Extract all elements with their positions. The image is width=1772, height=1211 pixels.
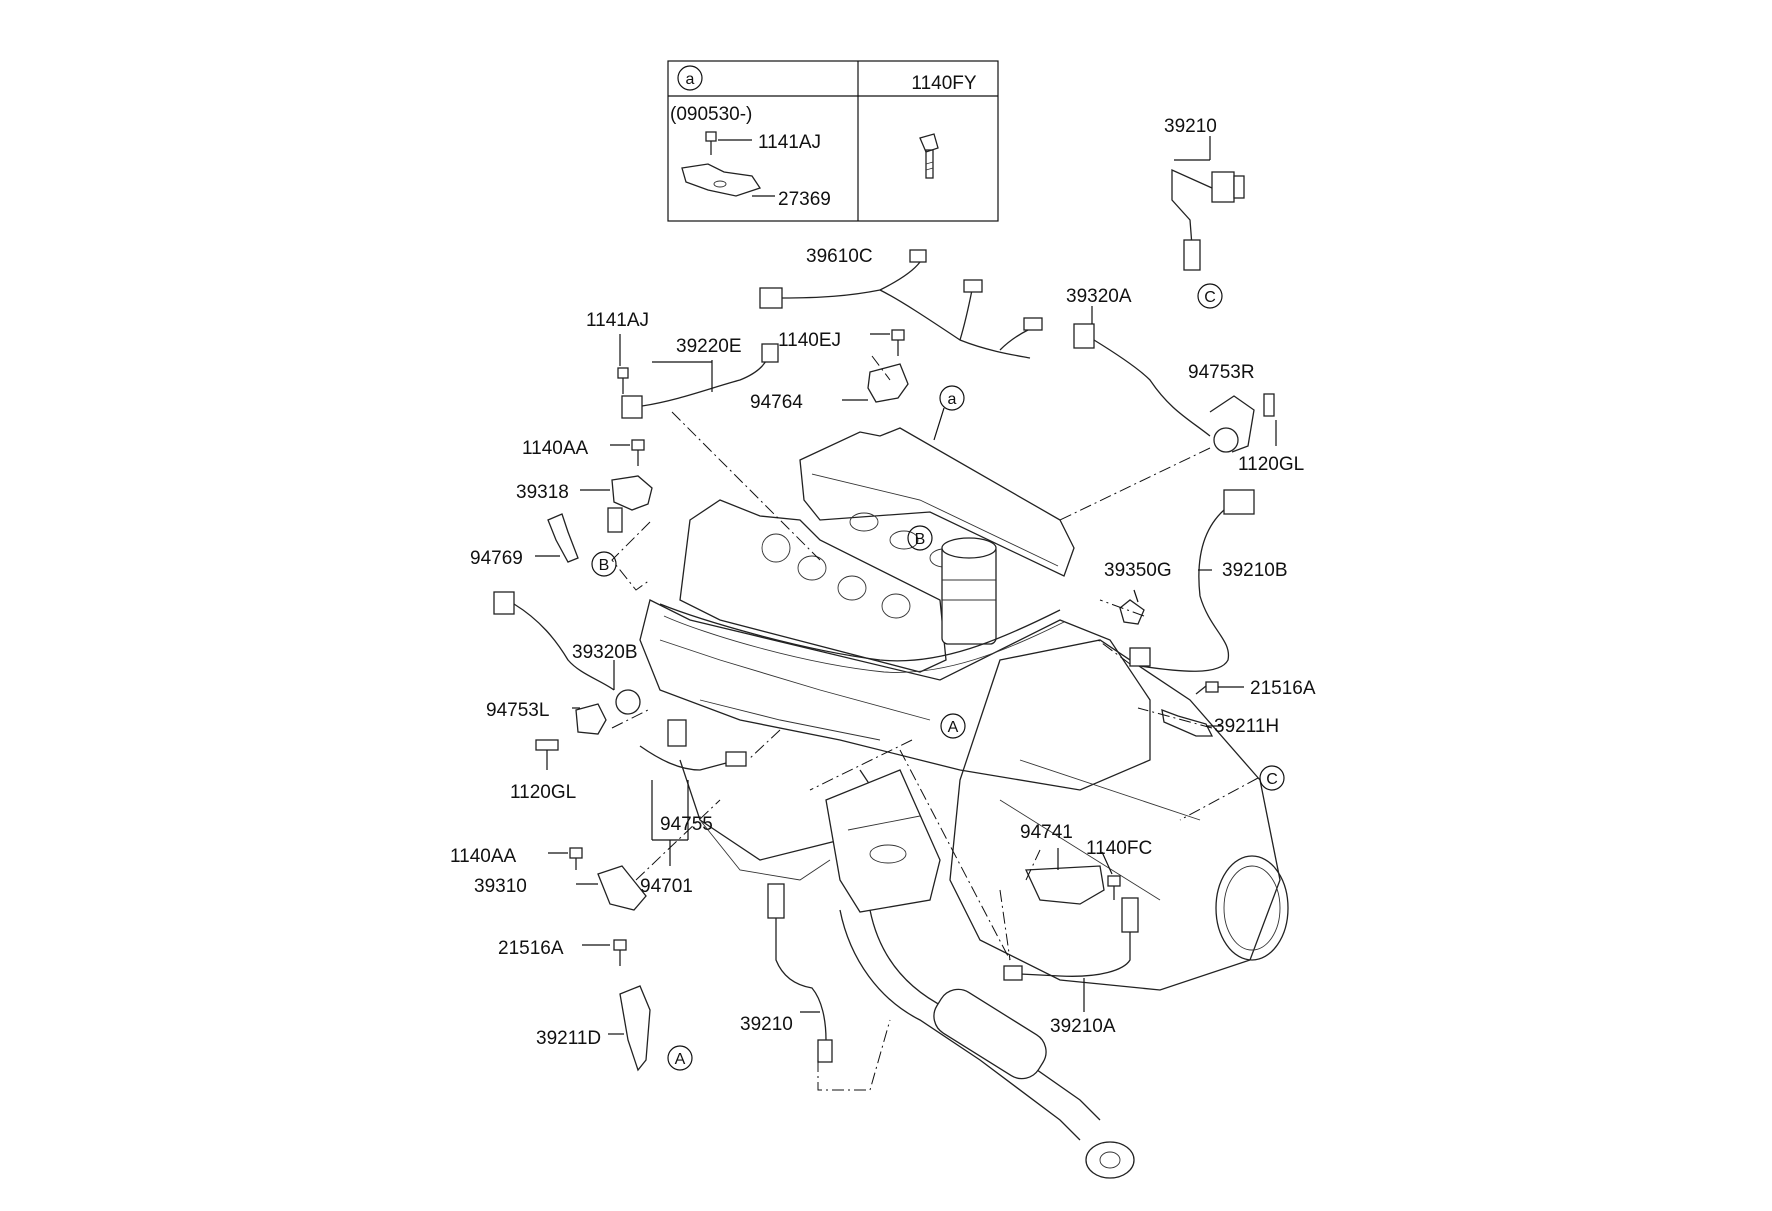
inset-bolt-label: 1141AJ: [758, 132, 821, 153]
exhaust-system: [825, 769, 1135, 1179]
label-94764: 94764: [750, 392, 803, 413]
label-21516a-left: 21516A: [498, 938, 564, 959]
ref-marker-b-lower: B: [591, 551, 617, 577]
bolt-1120gl-right-icon: [1263, 393, 1277, 446]
label-1141aj: 1141AJ: [586, 310, 649, 331]
label-94741: 94741: [1020, 822, 1073, 843]
sensor-94755-icon: [639, 719, 747, 866]
sensor-39210-top: [1171, 136, 1245, 271]
ref-marker-a-upper: A: [940, 713, 966, 739]
bracket-94753l-icon: [572, 703, 607, 735]
label-1140fc: 1140FC: [1086, 838, 1152, 859]
svg-text:B: B: [599, 557, 610, 574]
svg-text:C: C: [1266, 771, 1278, 788]
label-94753r: 94753R: [1188, 362, 1255, 383]
inset-ref-letter: a: [686, 71, 695, 88]
ref-marker-a-lower: A: [667, 1045, 693, 1071]
bracket-39211d-icon: [608, 985, 651, 1072]
label-39210a: 39210A: [1050, 1016, 1116, 1037]
knock-sensor-39320a: [1073, 306, 1255, 453]
label-39211d: 39211D: [536, 1028, 601, 1049]
label-94753l: 94753L: [486, 700, 549, 721]
label-1120gl-right: 1120GL: [1238, 454, 1304, 475]
label-39210-bottom: 39210: [740, 1014, 793, 1035]
label-39610c: 39610C: [806, 246, 873, 267]
label-94701: 94701: [640, 876, 693, 897]
label-1140ej: 1140EJ: [778, 330, 841, 351]
bolt-21516a-left-icon: [582, 939, 627, 966]
bolt-21516a-right-icon: [1195, 681, 1244, 695]
label-39350g: 39350G: [1104, 560, 1172, 581]
sensor-39210a-icon: [1003, 897, 1139, 1012]
inset-table: a 1140FY (090530-) 1141AJ 27369: [667, 60, 999, 222]
bolt-1140fc-icon: [1101, 851, 1121, 900]
bolt-1140aa-bottom-icon: [548, 847, 583, 870]
label-39211h: 39211H: [1214, 716, 1279, 737]
ref-marker-c-upper: C: [1197, 283, 1223, 309]
label-39210b: 39210B: [1222, 560, 1288, 581]
harness-39610c: [759, 249, 1043, 359]
inset-bracket-icon: [681, 163, 775, 197]
label-1140aa-bottom: 1140AA: [450, 846, 517, 867]
sensor-39310-icon: [576, 865, 647, 911]
sensor-39350g: [1119, 589, 1145, 625]
label-94755: 94755: [660, 814, 713, 835]
bolt-1140ej-icon: [870, 329, 905, 356]
bracket-94741-icon: [1025, 848, 1105, 905]
label-39320a: 39320A: [1066, 286, 1132, 307]
ref-marker-b-upper: B: [907, 525, 933, 551]
label-39220e: 39220E: [676, 336, 742, 357]
ref-marker-c-lower: C: [1259, 765, 1285, 791]
bracket-39211h-icon: [1161, 708, 1222, 737]
dash-leaders: [611, 355, 1259, 1091]
label-39210-top: 39210: [1164, 116, 1217, 137]
svg-text:a: a: [948, 391, 957, 408]
sensor-39220e: [621, 343, 779, 419]
transmission: [949, 639, 1289, 991]
label-39318: 39318: [516, 482, 569, 503]
sensor-39210b: [1129, 489, 1255, 672]
svg-text:A: A: [675, 1051, 686, 1068]
inset-ref-circle: [677, 65, 703, 91]
bracket-94764-icon: [842, 363, 909, 403]
svg-text:A: A: [948, 719, 959, 736]
part-labels: 39210 39610C 39320A 1141AJ 39220E 1140EJ…: [450, 116, 1316, 1049]
bolt-1140aa-top-icon: [610, 439, 645, 466]
bolt-1140fy-icon: [919, 133, 939, 179]
label-1120gl-left: 1120GL: [510, 782, 576, 803]
bracket-94769-icon: [535, 513, 579, 563]
inset-date-note: (090530-): [670, 104, 752, 125]
inset-header-part: 1140FY: [911, 73, 976, 94]
bolt-1141aj-icon: [617, 334, 629, 394]
inset-bolt-icon: [705, 131, 752, 155]
label-21516a-right: 21516A: [1250, 678, 1316, 699]
bolt-1120gl-left-icon: [535, 739, 559, 770]
inset-border: [667, 60, 999, 222]
ref-marker-a: a: [933, 385, 965, 441]
inset-bracket-label: 27369: [778, 189, 831, 210]
label-94769: 94769: [470, 548, 523, 569]
svg-text:C: C: [1204, 289, 1216, 306]
sensor-39318-icon: [580, 475, 653, 533]
knock-sensor-39320b-icon: [493, 591, 641, 715]
svg-text:B: B: [915, 531, 926, 548]
label-39320b: 39320B: [572, 642, 638, 663]
label-1140aa-top: 1140AA: [522, 438, 589, 459]
label-39310: 39310: [474, 876, 527, 897]
engine-assembly: [639, 427, 1151, 881]
sensor-39210-bottom-icon: [767, 883, 833, 1063]
